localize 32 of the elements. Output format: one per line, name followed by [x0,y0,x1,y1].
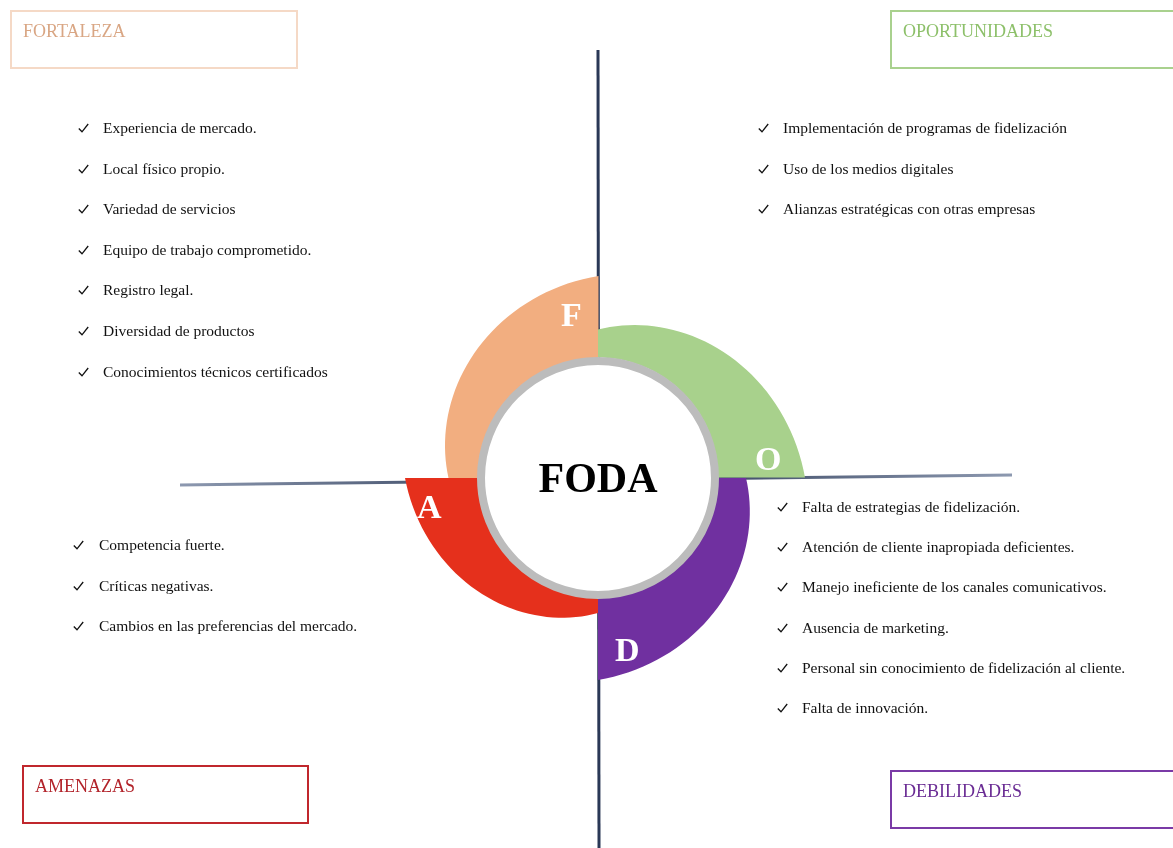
list-item-text: Local físico propio. [103,159,225,177]
segment-letter: O [755,442,782,476]
list-item-text: Falta de innovación. [802,699,929,716]
list-item-text: Cambios en las preferencias del mercado. [99,617,358,634]
heading-box [22,765,309,824]
list-item-text: Competencia fuerte. [99,536,225,553]
list-item-text: Experiencia de mercado. [103,119,257,136]
segment-letter: F [561,298,582,332]
list-item-text: Atención de cliente inapropiada deficientes. [802,538,1075,556]
list-item-text: Variedad de servicios [103,200,236,218]
list-item-text: Implementación de programas de fidelización [783,119,1068,136]
list-item-text: Alianzas estratégicas con otras empresas [783,200,1036,217]
center-title: FODA [538,454,658,502]
list-item-text: Falta de estrategias de fidelización. [802,498,1021,515]
heading-box [890,770,1173,829]
segment-letter: D [615,633,640,667]
heading-box [10,10,298,69]
heading-text: OPORTUNIDADES [903,21,1053,42]
list-item-text: Uso de los medios digitales [783,159,954,177]
list-item-text: Conocimientos técnicos certificados [103,362,328,380]
list-item-text: Diversidad de productos [103,322,255,339]
list-item-text: Registro legal. [103,281,194,299]
heading-box [890,10,1173,69]
segment-letter: A [417,490,442,524]
heading-text: FORTALEZA [23,21,126,42]
list-item-text: Equipo de trabajo comprometido. [103,240,312,258]
list-item-text: Ausencia de marketing. [802,618,949,636]
list-item-text: Personal sin conocimiento de fidelización al cliente. [802,658,1126,676]
heading-text: DEBILIDADES [903,781,1022,802]
list-item-text: Manejo ineficiente de los canales comunicativos. [802,578,1107,596]
list-item-text: Críticas negativas. [99,576,214,594]
heading-text: AMENAZAS [35,776,135,797]
